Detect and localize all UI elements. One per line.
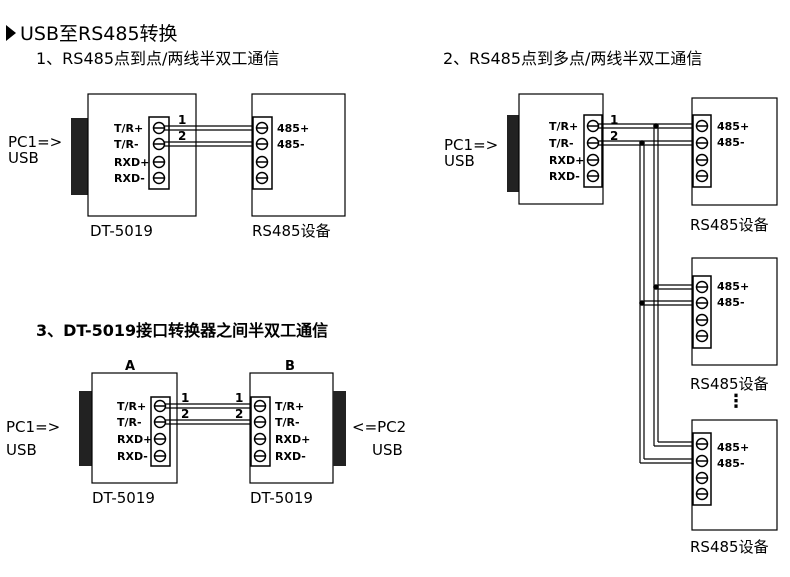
page-title: USB至RS485转换 bbox=[20, 23, 178, 45]
terminal-label: 485+ bbox=[717, 120, 749, 133]
pc1-label: PC1=> bbox=[6, 418, 60, 436]
usb-connector bbox=[333, 391, 346, 466]
device-name: RS485设备 bbox=[252, 222, 331, 240]
terminal-label: T/R- bbox=[549, 137, 574, 150]
title-arrow-icon bbox=[6, 25, 16, 41]
pc1-label: PC1=> bbox=[8, 133, 62, 151]
wire-number: 1 bbox=[178, 113, 186, 127]
terminal-label: RXD+ bbox=[275, 433, 310, 446]
terminal-block bbox=[150, 396, 171, 467]
pc2-label: <=PC2 bbox=[352, 418, 406, 436]
terminal-block bbox=[692, 114, 712, 188]
box-a-label: A bbox=[125, 359, 135, 374]
terminal-label: 485+ bbox=[277, 122, 309, 135]
terminal-label: T/R- bbox=[275, 416, 300, 429]
converter-model: DT-5019 bbox=[250, 489, 313, 507]
wire-number: 2 bbox=[610, 129, 618, 143]
wire-number: 1 bbox=[610, 113, 618, 127]
wire-number: 2 bbox=[178, 129, 186, 143]
terminal-label: RXD- bbox=[549, 170, 580, 183]
terminal-block bbox=[252, 116, 273, 190]
junction-dot bbox=[639, 140, 645, 146]
more-devices-ellipsis: ⋮ bbox=[727, 391, 745, 412]
usb-label: USB bbox=[372, 441, 403, 459]
terminal-label: RXD+ bbox=[117, 433, 152, 446]
usb-connector bbox=[79, 391, 93, 466]
device-name: RS485设备 bbox=[690, 375, 769, 393]
terminal-label: 485- bbox=[717, 457, 745, 470]
junction-dot bbox=[639, 300, 645, 306]
terminal-label: T/R- bbox=[117, 416, 142, 429]
usb-connector bbox=[507, 115, 520, 192]
section1-diagram: PC1=> USB T/R+ T/R- RXD+ RXD- DT-5019 1 … bbox=[8, 93, 346, 240]
terminal-label: 485+ bbox=[717, 280, 749, 293]
pc1-label: PC1=> bbox=[444, 136, 498, 154]
converter-model: DT-5019 bbox=[90, 222, 153, 240]
usb-label: USB bbox=[6, 441, 37, 459]
terminal-label: T/R+ bbox=[275, 400, 304, 413]
terminal-label: T/R+ bbox=[114, 122, 143, 135]
section2-diagram: PC1=> USB T/R+ T/R- RXD+ RXD- 1 2 bbox=[444, 93, 778, 556]
converter-model: DT-5019 bbox=[92, 489, 155, 507]
device-name: RS485设备 bbox=[690, 216, 769, 234]
terminal-label: 485+ bbox=[717, 441, 749, 454]
section2-heading: 2、RS485点到多点/两线半双工通信 bbox=[443, 49, 702, 68]
usb-label: USB bbox=[8, 149, 39, 167]
terminal-label: RXD- bbox=[275, 450, 306, 463]
terminal-label: 485- bbox=[277, 138, 305, 151]
converter-box bbox=[87, 93, 197, 217]
section1-heading: 1、RS485点到点/两线半双工通信 bbox=[36, 49, 279, 68]
terminal-screws bbox=[152, 121, 166, 185]
wire-number: 1 bbox=[181, 391, 189, 405]
terminal-block bbox=[250, 396, 271, 467]
junction-dot bbox=[653, 123, 659, 129]
wire-number: 2 bbox=[235, 407, 243, 421]
section3-heading: 3、DT-5019接口转换器之间半双工通信 bbox=[36, 321, 328, 340]
terminal-label: T/R+ bbox=[549, 120, 578, 133]
terminal-label: RXD+ bbox=[549, 154, 584, 167]
box-b-label: B bbox=[285, 359, 295, 374]
link-wires bbox=[165, 403, 255, 425]
terminal-block bbox=[148, 116, 170, 190]
wire-number: 2 bbox=[181, 407, 189, 421]
terminal-label: 485- bbox=[717, 296, 745, 309]
terminal-label: RXD- bbox=[117, 450, 148, 463]
terminal-label: T/R- bbox=[114, 138, 139, 151]
wire-number: 1 bbox=[235, 391, 243, 405]
section3-diagram: PC1=> USB A T/R+ T/R- RXD+ RXD- DT-5019 … bbox=[6, 359, 406, 507]
usb-connector bbox=[71, 118, 88, 195]
device-name: RS485设备 bbox=[690, 538, 769, 556]
junction-dot bbox=[653, 284, 659, 290]
terminal-label: 485- bbox=[717, 136, 745, 149]
bus-wires bbox=[598, 123, 700, 464]
terminal-label: RXD+ bbox=[114, 156, 149, 169]
terminal-label: T/R+ bbox=[117, 400, 146, 413]
terminal-block bbox=[692, 275, 712, 349]
usb-label: USB bbox=[444, 152, 475, 170]
terminal-block bbox=[583, 114, 603, 188]
terminal-label: RXD- bbox=[114, 172, 145, 185]
terminal-block bbox=[692, 432, 712, 506]
